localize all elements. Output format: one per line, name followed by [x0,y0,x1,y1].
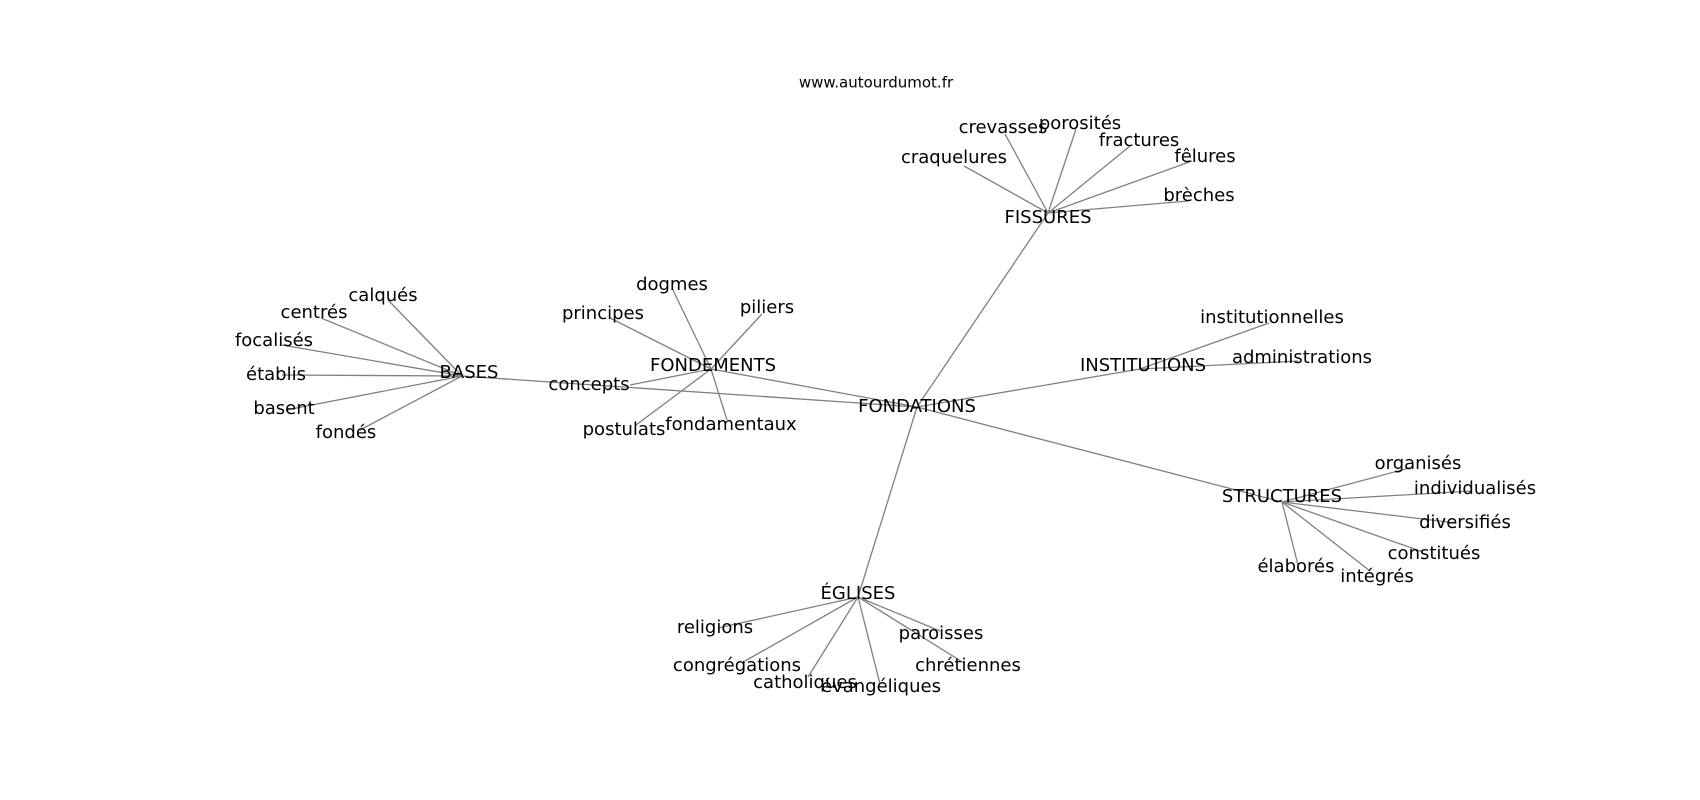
word-node[interactable]: administrations [1232,347,1372,368]
edge-hub-to-word [1139,322,1270,370]
edge-hub-to-word [963,165,1049,214]
edge-center-to-hub [461,375,918,408]
word-node[interactable]: basent [253,398,314,419]
hub-node[interactable]: BASES [440,362,499,383]
edge-hub-to-word [1281,501,1457,524]
hub-node[interactable]: FISSURES [1005,207,1092,228]
word-node[interactable]: calqués [348,285,417,306]
edge-hub-to-word [857,596,965,664]
edge-center-to-hub [916,406,1283,503]
edge-hub-to-word [609,317,712,370]
hub-node[interactable]: ÉGLISES [821,582,896,604]
edge-hub-to-word [807,596,859,678]
word-node[interactable]: crevasses [959,117,1048,138]
edge-hub-to-word [710,368,728,421]
edge-hub-to-word [1047,160,1193,214]
edge-center-to-hub [710,368,918,408]
edge-hub-to-word [1281,501,1424,553]
edge-center-to-hub [916,368,1141,408]
word-node[interactable]: diversifiés [1419,512,1511,533]
site-watermark: www.autourdumot.fr [799,74,954,92]
edge-hub-to-word [359,375,463,431]
hub-node[interactable]: STRUCTURES [1222,486,1342,507]
edge-hub-to-word [320,317,463,377]
edge-hub-to-word [744,596,859,662]
word-node[interactable]: fractures [1099,130,1180,151]
edge-hub-to-word [629,368,712,386]
word-node[interactable]: évangéliques [821,676,941,697]
word-node[interactable]: centrés [281,302,348,323]
word-node[interactable]: constitués [1388,543,1481,564]
word-node[interactable]: élaborés [1257,556,1334,577]
word-node[interactable]: individualisés [1414,478,1536,499]
word-node[interactable]: focalisés [235,330,313,351]
word-node[interactable]: paroisses [899,623,984,644]
word-node[interactable]: fêlures [1174,146,1235,167]
edge-hub-to-word [1047,145,1131,214]
word-node[interactable]: brèches [1163,185,1234,206]
word-node[interactable]: organisés [1375,453,1462,474]
word-node[interactable]: craquelures [901,147,1007,168]
edge-hub-to-word [281,374,463,377]
edge-center-to-hub [857,406,918,598]
word-node[interactable]: chrétiennes [915,655,1021,676]
word-node[interactable]: postulats [583,419,666,440]
edge-hub-to-word [857,596,881,685]
edge-hub-to-word [1281,466,1414,503]
hub-node[interactable]: FONDEMENTS [650,355,776,376]
word-node[interactable]: principes [562,303,644,324]
word-node[interactable]: piliers [740,297,794,318]
edge-hub-to-word [1047,128,1077,214]
word-node[interactable]: congrégations [673,655,801,676]
edge-hub-to-word [710,313,763,370]
word-node[interactable]: catholiques [753,672,857,693]
center-word[interactable]: FONDATIONS [858,396,976,417]
edges-layer [281,128,1473,685]
word-node[interactable]: religions [677,617,753,638]
edge-hub-to-word [285,375,463,411]
edge-hub-to-word [387,299,463,377]
word-node[interactable]: fondamentaux [665,414,797,435]
edge-hub-to-word [857,596,941,632]
edge-hub-to-word [1281,501,1371,572]
edge-hub-to-word [635,368,712,426]
word-node[interactable]: fondés [316,422,377,443]
hub-node[interactable]: INSTITUTIONS [1080,355,1206,376]
edge-hub-to-word [1047,200,1189,214]
edge-hub-to-word [1004,133,1049,214]
word-node[interactable]: concepts [548,374,629,395]
word-node[interactable]: institutionnelles [1200,307,1344,328]
edge-hub-to-word [281,344,463,377]
edge-center-to-hub [916,212,1049,408]
word-node[interactable]: porosités [1039,113,1121,134]
edge-hub-to-word [717,596,859,629]
edge-hub-to-word [1281,501,1299,566]
word-node[interactable]: établis [246,364,306,385]
labels-layer: www.autourdumot.fr craquelurescrevassesp… [235,74,1536,698]
edge-hub-to-word [671,287,712,370]
edge-hub-to-word [1139,360,1299,370]
word-node[interactable]: intégrés [1340,566,1413,587]
edge-hub-to-word [1281,490,1473,503]
word-node[interactable]: dogmes [636,274,708,295]
